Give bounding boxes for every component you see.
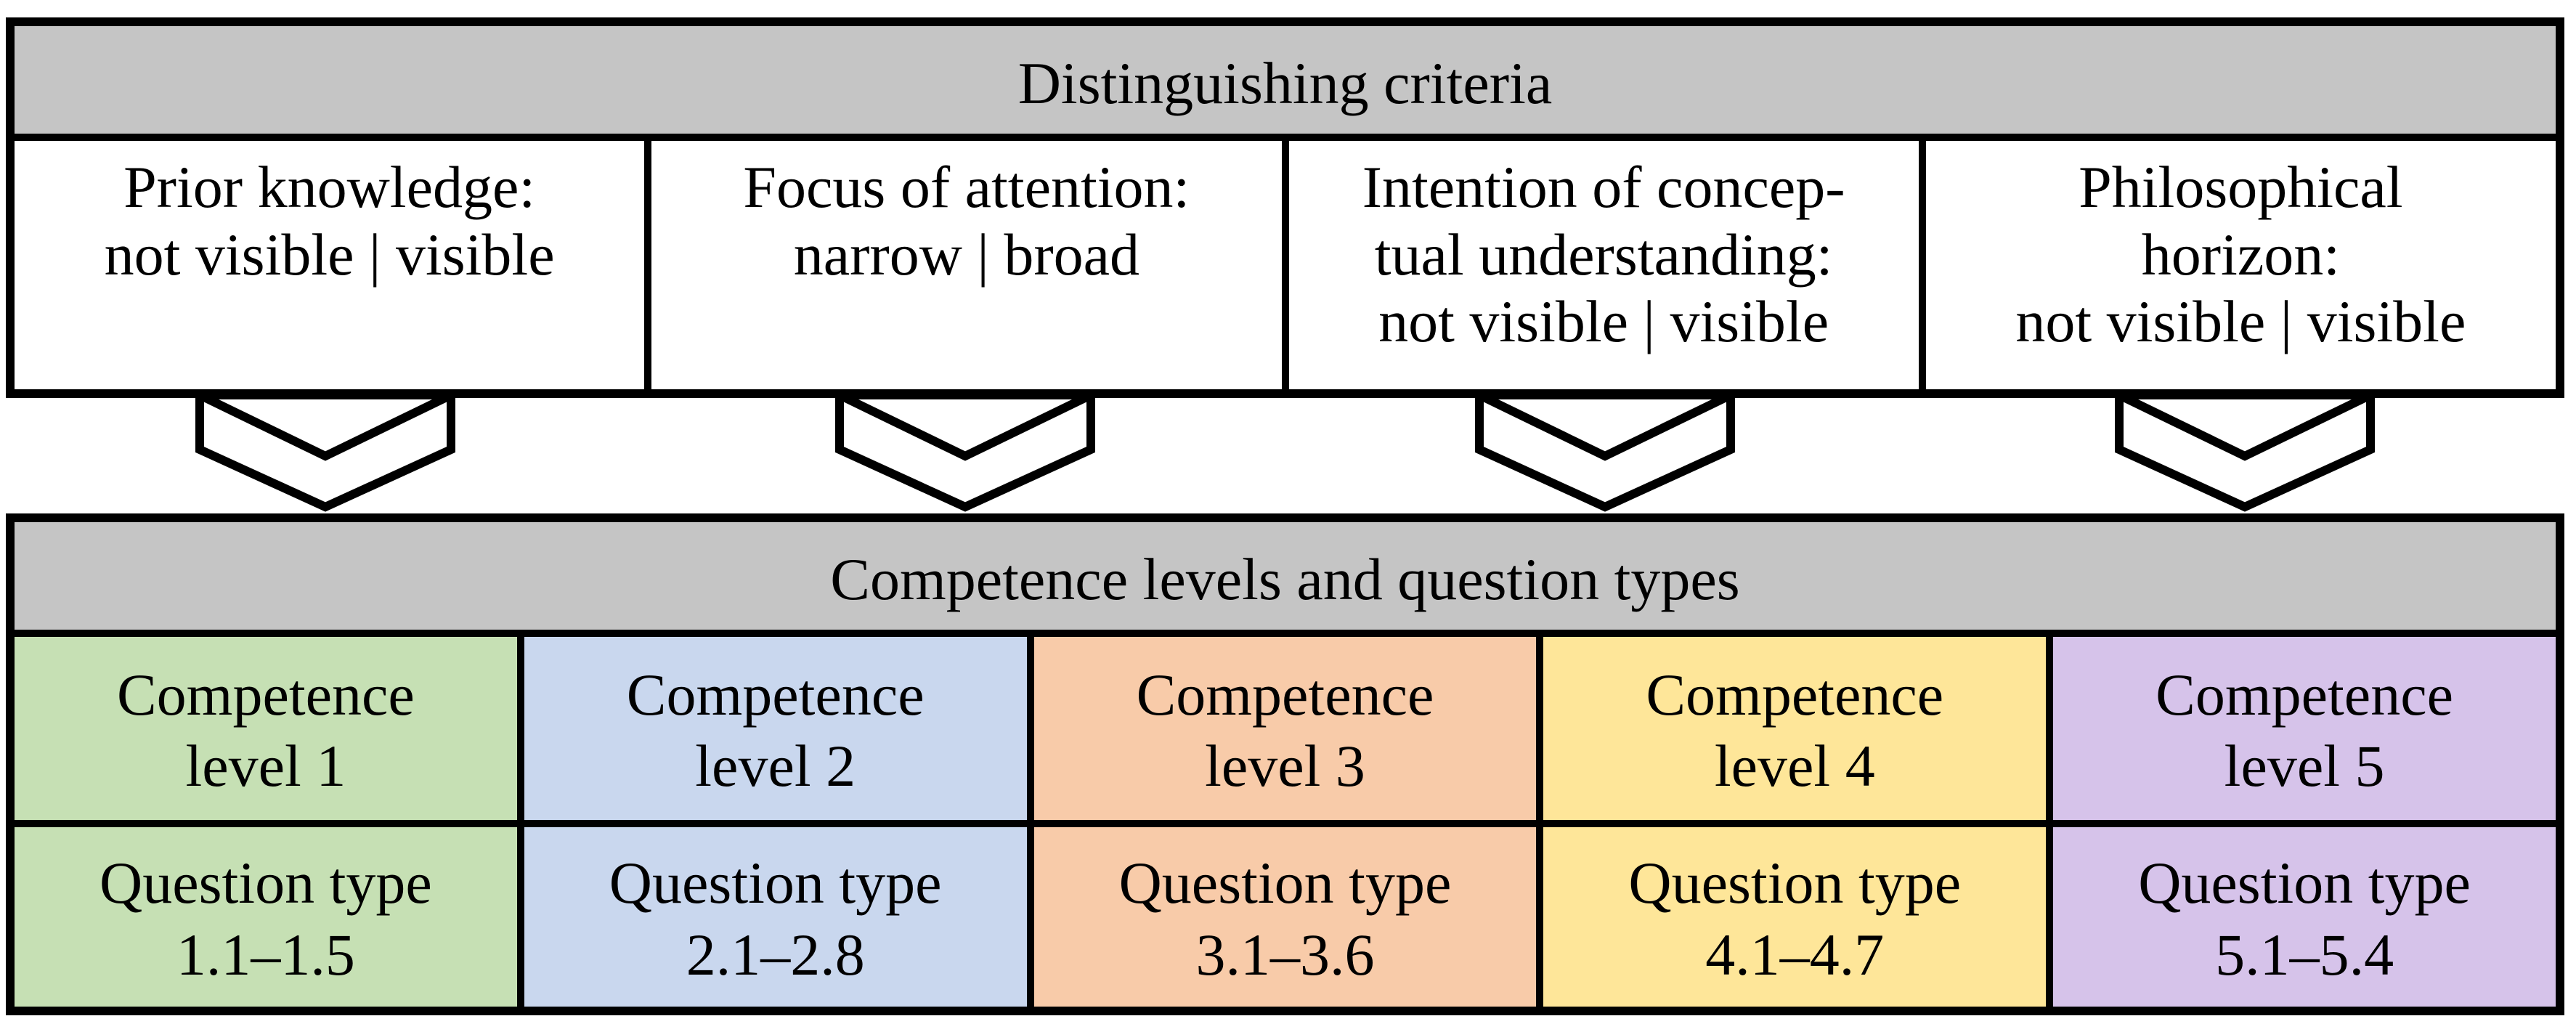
criterion-line: horizon: — [2141, 221, 2341, 288]
question-type-4-cell: Question type 4.1–4.7 — [1543, 827, 2047, 1007]
double-chevron-down-icon — [1474, 391, 1735, 512]
competence-level-1-cell: Competence level 1 — [15, 637, 517, 820]
chevron-slot-3 — [1285, 391, 1925, 513]
level-label-line: level 1 — [185, 733, 346, 799]
double-chevron-down-icon — [2114, 391, 2375, 512]
level-label-line: Competence — [116, 661, 415, 728]
question-type-line: Question type — [99, 850, 432, 917]
question-type-line: 1.1–1.5 — [176, 921, 355, 988]
question-type-line: Question type — [2138, 850, 2471, 917]
level-label-line: Competence — [1646, 661, 1944, 728]
criterion-box-prior-knowledge: Prior knowledge: not visible | visible — [15, 141, 645, 389]
question-type-line: Question type — [1628, 850, 1962, 917]
criterion-line: not visible | visible — [1378, 288, 1829, 355]
distinguishing-criteria-table: Distinguishing criteria Prior knowledge:… — [6, 17, 2564, 398]
distinguishing-criteria-title: Distinguishing criteria — [1017, 50, 1553, 116]
question-type-5-cell: Question type 5.1–5.4 — [2053, 827, 2556, 1007]
distinguishing-criteria-header: Distinguishing criteria — [15, 26, 2556, 134]
question-type-line: 4.1–4.7 — [1705, 921, 1885, 988]
competence-levels-title: Competence levels and question types — [830, 546, 1740, 612]
criterion-line: not visible | visible — [104, 221, 555, 288]
criterion-line: tual understanding: — [1374, 221, 1833, 288]
double-chevron-down-icon — [195, 391, 456, 512]
criterion-line: Philosophical — [2079, 154, 2403, 220]
question-type-3-cell: Question type 3.1–3.6 — [1033, 827, 1537, 1007]
criterion-box-focus-of-attention: Focus of attention: narrow | broad — [651, 141, 1282, 389]
competence-levels-table: Competence levels and question types Com… — [6, 513, 2564, 1015]
question-type-line: 3.1–3.6 — [1195, 921, 1375, 988]
question-type-1-cell: Question type 1.1–1.5 — [15, 827, 517, 1007]
level-label-line: level 4 — [1714, 733, 1875, 799]
criterion-box-philosophical-horizon: Philosophical horizon: not visible | vis… — [1925, 141, 2556, 389]
question-type-line: 2.1–2.8 — [686, 921, 865, 988]
question-type-line: Question type — [1118, 850, 1452, 917]
criterion-line: Focus of attention: — [743, 154, 1190, 220]
level-label-line: Competence — [626, 661, 925, 728]
competence-level-5-cell: Competence level 5 — [2053, 637, 2556, 820]
level-label-line: level 5 — [2224, 733, 2385, 799]
competence-level-3-cell: Competence level 3 — [1033, 637, 1537, 820]
criterion-box-conceptual-understanding: Intention of concep- tual understanding:… — [1288, 141, 1919, 389]
criterion-line: Prior knowledge: — [123, 154, 536, 220]
chevron-slot-4 — [1925, 391, 2564, 513]
chevron-slot-1 — [6, 391, 646, 513]
criterion-line: Intention of concep- — [1362, 154, 1845, 220]
question-type-line: Question type — [609, 850, 942, 917]
double-chevron-down-icon — [835, 391, 1096, 512]
level-label-line: Competence — [1136, 661, 1434, 728]
competence-level-2-cell: Competence level 2 — [524, 637, 1027, 820]
level-label-line: level 3 — [1205, 733, 1365, 799]
competence-level-4-cell: Competence level 4 — [1543, 637, 2047, 820]
level-label-line: Competence — [2156, 661, 2453, 728]
criterion-line: narrow | broad — [793, 221, 1140, 288]
criterion-line: not visible | visible — [2015, 288, 2466, 355]
connector-row — [6, 391, 2564, 513]
question-type-line: 5.1–5.4 — [2215, 921, 2394, 988]
level-label-line: level 2 — [695, 733, 856, 799]
chevron-slot-2 — [646, 391, 1285, 513]
competence-diagram: Distinguishing criteria Prior knowledge:… — [6, 17, 2564, 1015]
question-type-2-cell: Question type 2.1–2.8 — [524, 827, 1027, 1007]
competence-levels-header: Competence levels and question types — [15, 522, 2556, 630]
